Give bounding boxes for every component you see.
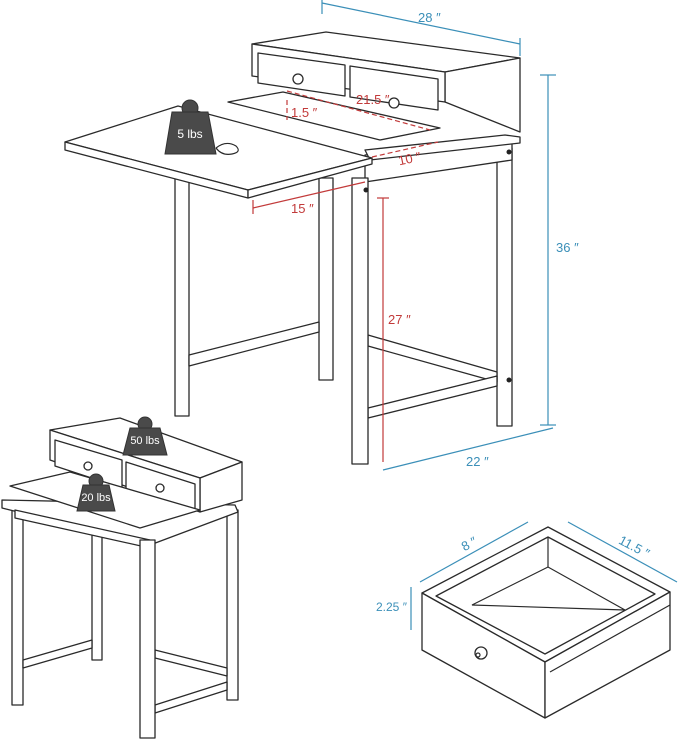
label-height: 36 ″ bbox=[556, 240, 579, 255]
weight-50lbs-icon: 50 lbs bbox=[122, 416, 168, 456]
label-drawer-height: 2.25 ″ bbox=[376, 600, 408, 614]
drawer-knob-icon bbox=[474, 646, 488, 660]
desk-stretcher-left bbox=[188, 321, 320, 367]
desk-leg-right bbox=[496, 147, 513, 427]
desk-stretcher-side bbox=[367, 334, 498, 383]
hutch-drawer-right[interactable] bbox=[349, 65, 439, 111]
label-shelf-width: 21.5 ″ bbox=[356, 92, 390, 107]
drawer-knob-icon bbox=[292, 73, 304, 85]
label-drawer-width: 8 ″ bbox=[459, 533, 480, 554]
desk-stretcher-back bbox=[367, 375, 498, 419]
hutch-drawer-left[interactable] bbox=[257, 52, 346, 97]
label-extension-depth: 10 ″ bbox=[397, 149, 423, 168]
main-desk-drawing: 5 lbs 28 ″ 36 ″ 22 ″ 27 ″ 15 ″ 10 ″ 21.5… bbox=[64, 0, 579, 471]
dim-line-depth bbox=[382, 427, 554, 471]
desk-leg-front bbox=[351, 177, 369, 465]
dim-line-extension-depth bbox=[371, 141, 439, 158]
label-depth: 22 ″ bbox=[466, 454, 489, 469]
weight-label-desk: 20 lbs bbox=[81, 492, 111, 504]
dim-line-extension bbox=[252, 181, 366, 209]
drawer-detail-drawing: 8 ″ 11.5 ″ 2.25 ″ bbox=[376, 521, 678, 719]
hutch-shelf bbox=[227, 91, 441, 141]
drawer-knob-icon bbox=[388, 97, 400, 109]
label-extension: 15 ″ bbox=[291, 201, 314, 216]
label-leg-height: 27 ″ bbox=[388, 312, 411, 327]
label-width: 28 ″ bbox=[418, 10, 441, 25]
dim-line-drawer-depth bbox=[567, 521, 678, 583]
desk-leg-back-left bbox=[174, 177, 190, 417]
dim-line-width bbox=[321, 2, 521, 45]
weight-label-hutch: 50 lbs bbox=[130, 435, 160, 447]
label-shelf-height: 1.5 ″ bbox=[291, 105, 318, 120]
compact-desk-drawing: 50 lbs 20 lbs bbox=[1, 416, 243, 739]
weight-label-extension: 5 lbs bbox=[177, 127, 202, 141]
weight-20lbs-icon: 20 lbs bbox=[76, 473, 116, 512]
desk-leg-middle bbox=[318, 177, 334, 381]
weight-5lbs-icon: 5 lbs bbox=[164, 99, 239, 155]
dim-line-shelf-width bbox=[286, 90, 431, 131]
dim-line-drawer-width bbox=[419, 521, 529, 583]
label-drawer-depth: 11.5 ″ bbox=[616, 532, 652, 561]
